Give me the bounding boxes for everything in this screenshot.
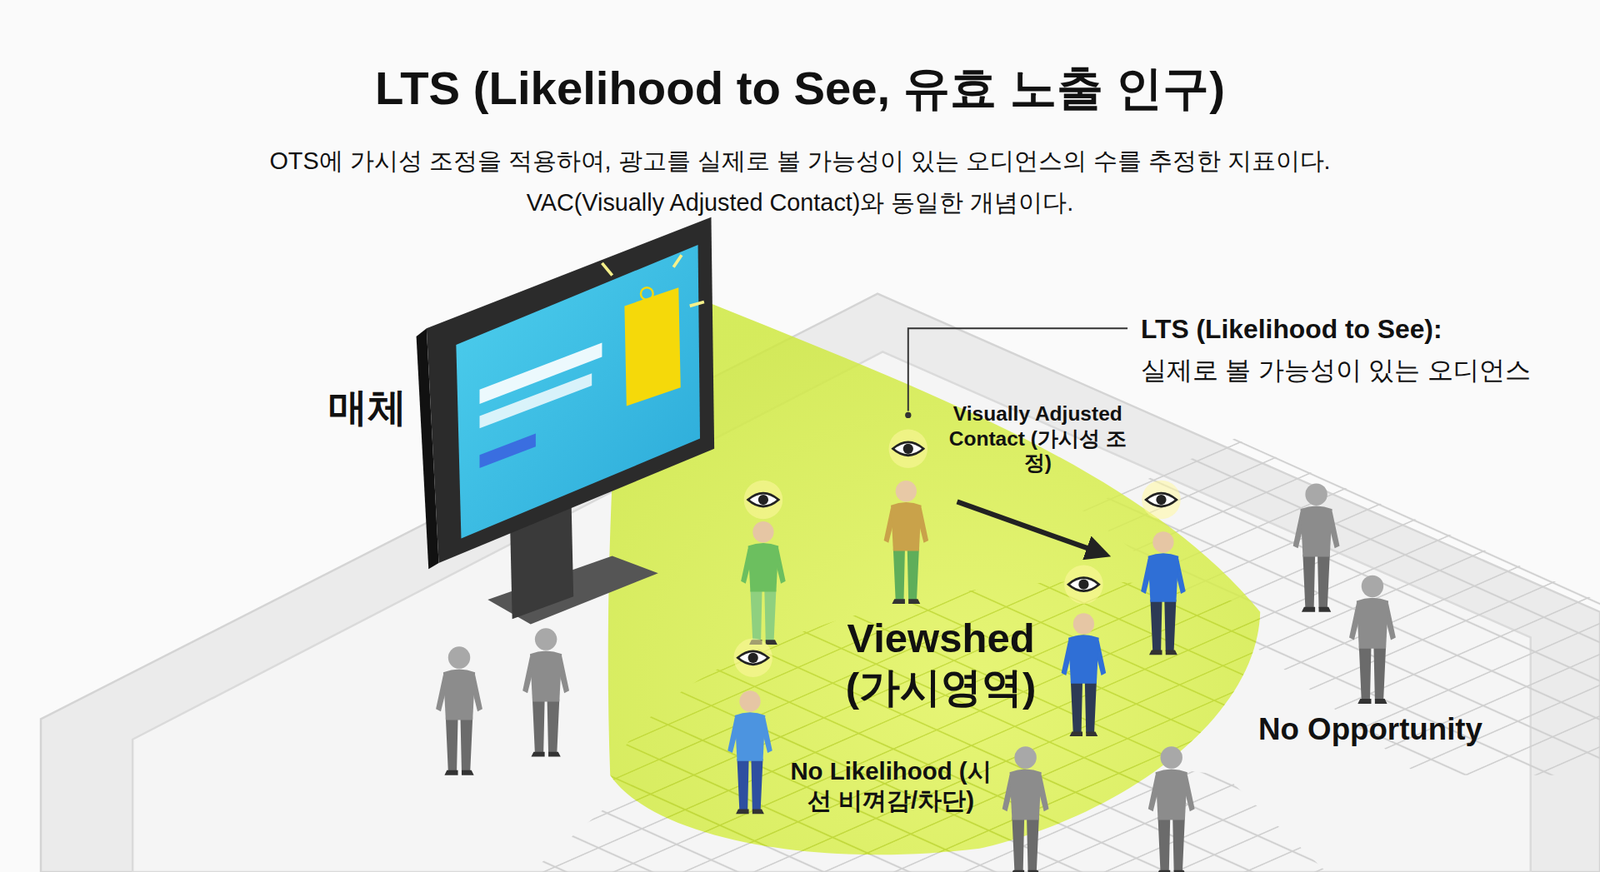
person-figure xyxy=(727,690,773,815)
person-figure xyxy=(435,646,483,775)
lts-description: 실제로 볼 가능성이 있는 오디언스 xyxy=(1140,355,1531,386)
person-figure xyxy=(1140,531,1186,655)
person-figure xyxy=(1349,575,1396,705)
person-figure xyxy=(740,521,786,645)
title: LTS (Likelihood to See, 유효 노출 인구) xyxy=(375,60,1225,117)
subtitle: VAC(Visually Adjusted Contact)와 동일한 개념이다… xyxy=(526,188,1075,218)
person-figure xyxy=(1061,613,1107,737)
eye-icon xyxy=(889,430,929,470)
person-figure xyxy=(1002,746,1050,872)
media-label: 매체 xyxy=(328,385,407,432)
eye-icon xyxy=(1141,480,1181,520)
eye-icon xyxy=(744,480,784,520)
person-figure xyxy=(884,480,930,605)
subtitle: OTS에 가시성 조정을 적용하여, 광고를 실제로 볼 가능성이 있는 오디언… xyxy=(269,146,1330,176)
eye-icon xyxy=(733,639,773,679)
media-kiosk xyxy=(416,217,715,625)
no-likelihood-label: No Likelihood (시선 비껴감/차단) xyxy=(786,756,996,816)
no-opportunity-label: No Opportunity xyxy=(1258,711,1483,749)
person-figure xyxy=(1148,746,1195,872)
lts-callout: LTS (Likelihood to See): xyxy=(1140,313,1443,345)
person-figure xyxy=(1293,483,1340,612)
viewers xyxy=(727,430,1185,815)
viewshed-label: Viewshed (가시영역) xyxy=(825,614,1056,713)
vac-label: Visually Adjusted Contact (가시성 조정) xyxy=(935,401,1140,475)
eye-icon xyxy=(1064,565,1104,605)
person-figure xyxy=(522,628,570,757)
